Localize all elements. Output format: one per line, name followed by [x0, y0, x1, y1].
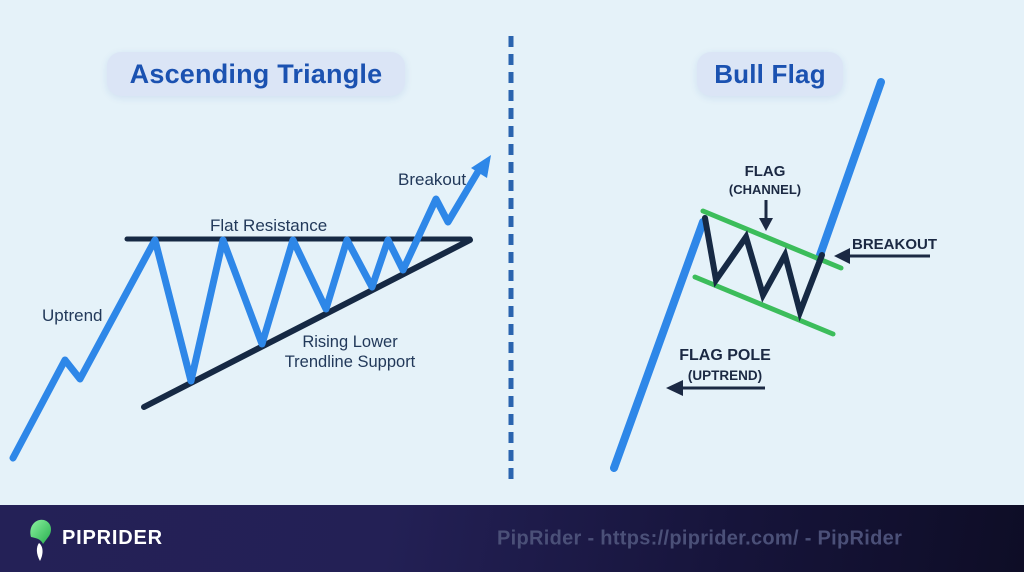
patterns-drawing	[9, 36, 930, 479]
right-panel-title: Bull Flag	[697, 52, 843, 96]
piprider-logo-icon	[30, 519, 52, 561]
brand-lockup: PIPRIDER	[27, 517, 163, 561]
breakout-label-arrowhead-left	[834, 248, 850, 264]
flat-resistance-label: Flat Resistance	[210, 216, 328, 235]
uptrend-label: Uptrend	[42, 306, 103, 325]
footer-bar: PIPRIDER PipRider - https://piprider.com…	[0, 505, 1024, 572]
rising-support-trendline	[141, 237, 473, 410]
breakout-label-right: BREAKOUT	[852, 236, 937, 253]
breakout-arrowhead	[471, 155, 491, 178]
footer-attribution: PipRider - https://piprider.com/ - PipRi…	[497, 527, 903, 549]
flag-zigzag-line	[702, 215, 825, 322]
flag-label-arrowhead-down	[759, 218, 773, 231]
logo-green-shape	[30, 519, 52, 544]
breakout-label-left: Breakout	[398, 170, 467, 189]
flag-pole-label: FLAG POLE	[679, 347, 771, 364]
right-panel-title-text: Bull Flag	[714, 58, 826, 89]
price-zigzag-line	[9, 166, 483, 462]
logo-white-tail	[36, 542, 43, 561]
flagpole-label-arrowhead-left	[666, 380, 683, 396]
breakout-price-line	[815, 78, 885, 262]
rising-support-label: Rising Lower Trendline Support	[284, 333, 416, 372]
uptrend-label-right: (UPTREND)	[687, 368, 763, 383]
brand-name: PIPRIDER	[62, 527, 163, 549]
left-panel-title: Ascending Triangle	[107, 52, 405, 96]
flag-label: FLAG	[744, 163, 786, 180]
channel-lower-line	[692, 274, 836, 337]
flag-pole-line	[610, 218, 707, 472]
channel-label: (CHANNEL)	[728, 182, 802, 197]
left-panel-title-text: Ascending Triangle	[129, 58, 383, 89]
